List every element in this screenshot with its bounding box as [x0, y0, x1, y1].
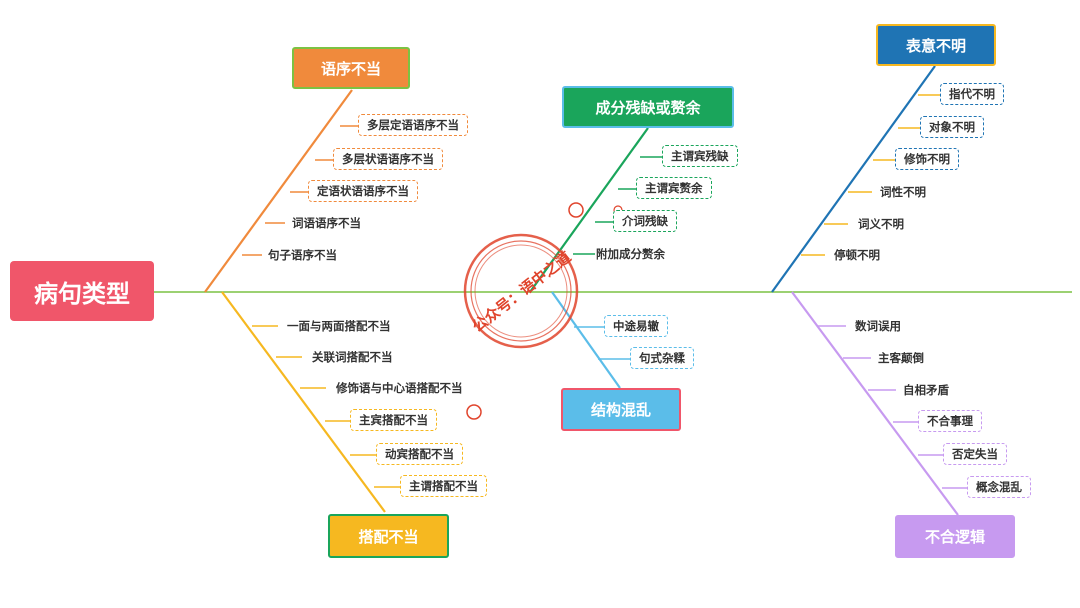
item-missing-4[interactable]: 附加成分赘余 [596, 247, 665, 261]
item-unclear-6[interactable]: 停顿不明 [834, 248, 880, 262]
category-word-order[interactable]: 语序不当 [292, 47, 410, 89]
item-unclear-3[interactable]: 修饰不明 [895, 148, 959, 170]
item-unclear-1[interactable]: 指代不明 [940, 83, 1004, 105]
item-unclear-4[interactable]: 词性不明 [880, 185, 926, 199]
item-collocation-1[interactable]: 一面与两面搭配不当 [287, 319, 391, 333]
item-illogical-1[interactable]: 数词误用 [855, 319, 901, 333]
item-illogical-3[interactable]: 自相矛盾 [903, 383, 949, 397]
item-collocation-3[interactable]: 修饰语与中心语搭配不当 [336, 381, 463, 395]
item-word-order-2[interactable]: 多层状语语序不当 [333, 148, 443, 170]
item-collocation-5[interactable]: 动宾搭配不当 [376, 443, 463, 465]
category-structure[interactable]: 结构混乱 [561, 388, 681, 431]
item-word-order-3[interactable]: 定语状语语序不当 [308, 180, 418, 202]
item-unclear-5[interactable]: 词义不明 [858, 217, 904, 231]
category-missing-redundant[interactable]: 成分残缺或赘余 [562, 86, 734, 128]
item-illogical-6[interactable]: 概念混乱 [967, 476, 1031, 498]
item-missing-1[interactable]: 主谓宾残缺 [662, 145, 738, 167]
item-word-order-4[interactable]: 词语语序不当 [292, 216, 361, 230]
item-missing-3[interactable]: 介词残缺 [613, 210, 677, 232]
item-structure-2[interactable]: 句式杂糅 [630, 347, 694, 369]
category-collocation[interactable]: 搭配不当 [328, 514, 449, 558]
watermark-text: 公众号：语中之道 [469, 248, 575, 336]
item-collocation-2[interactable]: 关联词搭配不当 [312, 350, 393, 364]
item-missing-2[interactable]: 主谓宾赘余 [636, 177, 712, 199]
item-unclear-2[interactable]: 对象不明 [920, 116, 984, 138]
root-node[interactable]: 病句类型 [10, 261, 154, 321]
item-word-order-5[interactable]: 句子语序不当 [268, 248, 337, 262]
item-collocation-4[interactable]: 主宾搭配不当 [350, 409, 437, 431]
item-structure-1[interactable]: 中途易辙 [604, 315, 668, 337]
item-word-order-1[interactable]: 多层定语语序不当 [358, 114, 468, 136]
item-illogical-2[interactable]: 主客颠倒 [878, 351, 924, 365]
item-illogical-5[interactable]: 否定失当 [943, 443, 1007, 465]
item-collocation-6[interactable]: 主谓搭配不当 [400, 475, 487, 497]
category-illogical[interactable]: 不合逻辑 [895, 515, 1015, 558]
category-unclear[interactable]: 表意不明 [876, 24, 996, 66]
watermark-stamp: 公众号：语中之道 [463, 233, 579, 349]
item-illogical-4[interactable]: 不合事理 [918, 410, 982, 432]
